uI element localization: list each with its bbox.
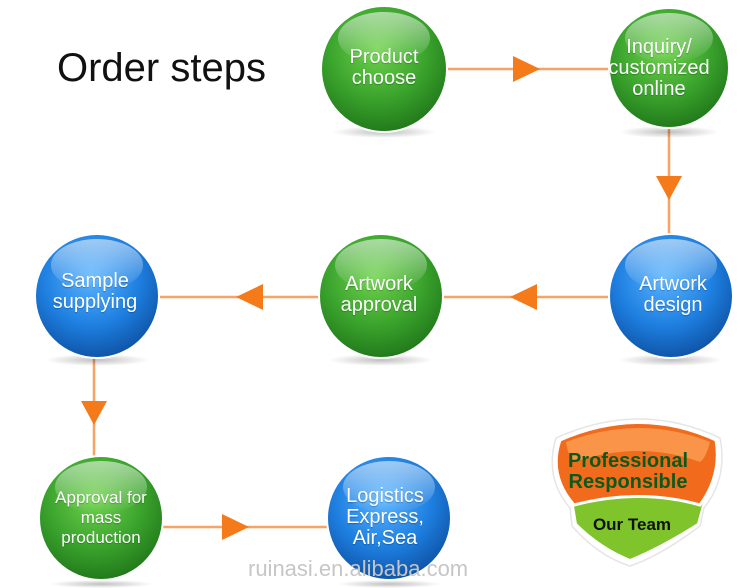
badge-slogan: Professional Responsible [553,451,703,493]
badge-line-responsible: Responsible [568,471,688,493]
node-label-line: Logistics [346,485,424,507]
node-product-choose [320,5,448,138]
team-badge [551,418,723,567]
arrow-right-icon [222,514,249,540]
node-label-line: Product [349,46,419,68]
node-label-line: production [61,528,141,547]
badge-shield-outline [551,418,723,567]
node-artwork-approval [318,233,444,366]
badge-team-label: Our Team [592,515,672,534]
node-label-line: supplying [52,291,138,313]
node-label-line: customized [608,57,710,79]
node-label-line: Artwork [639,273,707,295]
node-label-line: Approval for [55,488,147,507]
node-label-inquiry: Inquiry/ customized online [589,37,729,100]
arrowheads [81,56,682,540]
node-label-line: design [643,294,703,316]
watermark: ruinasi.en.alibaba.com [248,556,469,581]
arrow-down-icon [81,401,107,425]
arrow-left-icon [510,284,537,310]
node-label-logistics: Logistics Express, Air,Sea [315,486,455,549]
node-label-approval-mass-production: Approval for mass production [31,488,171,548]
node-inquiry [608,7,730,138]
arrow-down-icon [656,176,682,200]
node-label-product-choose: Product choose [314,47,454,89]
node-label-artwork-design: Artwork design [603,274,743,316]
node-label-line: Sample [61,270,129,292]
node-label-line: online [632,78,686,100]
node-label-line: mass [80,508,122,527]
node-logistics [326,455,452,588]
node-label-line: Air,Sea [352,527,418,549]
node-label-line: approval [340,294,418,316]
badge-shield-gloss [566,428,710,462]
node-label-line: Artwork [345,273,413,295]
node-label-line: Express, [346,506,424,528]
node-label-sample-supplying: Sample supplying [25,271,165,313]
node-label-artwork-approval: Artwork approval [309,274,449,316]
arrow-right-icon [513,56,540,82]
node-sample-supplying [34,233,160,366]
node-approval-mass-production [38,455,164,588]
arrow-left-icon [236,284,263,310]
node-artwork-design [608,233,734,366]
node-label-line: choose [351,67,417,89]
node-label-line: Inquiry/ [626,36,692,58]
badge-line-professional: Professional [567,450,689,472]
page-title: Order steps [57,46,266,90]
